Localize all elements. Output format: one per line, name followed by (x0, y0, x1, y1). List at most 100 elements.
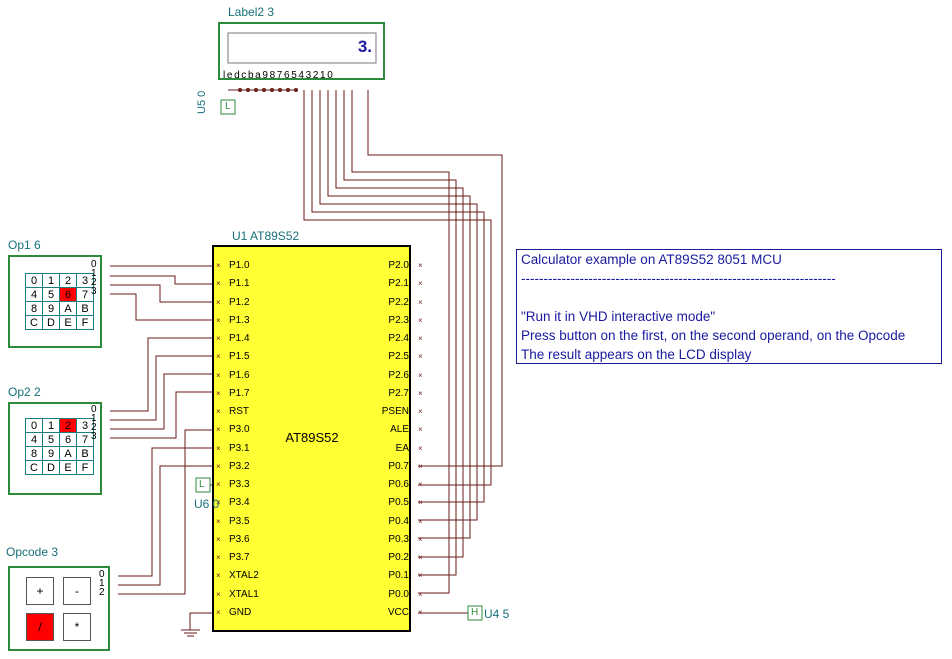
op1-key[interactable]: D (43, 316, 60, 330)
plus-button[interactable]: + (26, 577, 54, 605)
pin-terminal[interactable]: × (418, 370, 423, 380)
mcu-pin-left: RST (229, 406, 249, 417)
pin-terminal[interactable]: × (216, 297, 221, 307)
pin-terminal[interactable]: × (216, 334, 221, 343)
u6-box: L (199, 479, 205, 490)
op1-key[interactable]: 9 (43, 302, 60, 316)
pin-terminal[interactable]: × (418, 315, 423, 325)
pin-terminal[interactable]: × (216, 589, 221, 599)
pin-terminal[interactable]: × (216, 279, 221, 289)
op1-key-active[interactable]: 6 (60, 288, 77, 302)
pin-terminal[interactable]: × (216, 425, 221, 435)
mcu-pin-left: P1.0 (229, 260, 250, 271)
pin-terminal[interactable]: × (418, 425, 423, 435)
op2-key[interactable]: C (26, 461, 43, 475)
mcu-pin-left: P1.5 (229, 351, 250, 363)
op2-out-label: 3 (91, 431, 97, 442)
pin-terminal[interactable]: × (418, 607, 423, 617)
pin-terminal[interactable]: × (418, 516, 423, 526)
mcu-pin-left: P1.6 (229, 369, 250, 381)
minus-button[interactable]: - (63, 577, 91, 605)
mcu-pin-right: ALE (390, 424, 409, 436)
op1-key[interactable]: F (77, 316, 94, 330)
op1-key[interactable]: 8 (26, 302, 43, 316)
pin-terminal[interactable]: × (418, 480, 423, 489)
opcode-label: Opcode 3 (6, 545, 59, 559)
op2-key[interactable]: 7 (77, 433, 94, 447)
pin-terminal[interactable]: × (418, 279, 423, 289)
mcu-chip[interactable] (212, 245, 411, 632)
pin-terminal[interactable]: × (418, 589, 423, 599)
mcu-pin-left: XTAL1 (229, 588, 259, 600)
lcd-pin-labels: ledcba9876543210 (223, 70, 335, 81)
op1-key[interactable]: A (60, 302, 77, 316)
op2-key-active[interactable]: 2 (60, 419, 77, 433)
op1-key[interactable]: 5 (43, 288, 60, 302)
pin-terminal[interactable]: × (418, 443, 423, 453)
pin-terminal[interactable]: × (216, 261, 221, 270)
note-line (521, 288, 941, 307)
pin-terminal[interactable]: × (216, 534, 221, 544)
op2-key[interactable]: F (77, 461, 94, 475)
pin-terminal[interactable]: × (418, 534, 423, 544)
op2-key[interactable]: 9 (43, 447, 60, 461)
op2-key[interactable]: 4 (26, 433, 43, 447)
op2-out-label: 0 (91, 404, 97, 415)
pin-terminal[interactable]: × (216, 461, 221, 471)
op2-key[interactable]: B (77, 447, 94, 461)
op2-key[interactable]: 1 (43, 419, 60, 433)
op2-key[interactable]: 8 (26, 447, 43, 461)
pin-terminal[interactable]: × (418, 571, 423, 581)
pin-terminal[interactable]: × (216, 516, 221, 526)
pin-terminal[interactable]: × (418, 461, 423, 471)
op2-key[interactable]: E (60, 461, 77, 475)
pin-terminal[interactable]: × (216, 407, 221, 416)
pin-terminal[interactable]: × (418, 407, 423, 416)
pin-terminal[interactable]: × (216, 352, 221, 362)
pin-terminal[interactable]: × (216, 443, 221, 453)
opcode-out-label: 1 (99, 578, 105, 589)
op1-key[interactable]: 0 (26, 274, 43, 288)
mcu-pin-left: P1.3 (229, 314, 250, 326)
multiply-button[interactable]: * (63, 613, 91, 641)
pin-terminal[interactable]: × (418, 297, 423, 307)
pin-terminal[interactable]: × (216, 553, 221, 562)
pin-terminal[interactable]: × (418, 388, 423, 398)
mcu-pin-left: P1.4 (229, 333, 250, 344)
op2-key[interactable]: 0 (26, 419, 43, 433)
pin-terminal[interactable]: × (216, 607, 221, 617)
pin-terminal[interactable]: × (418, 261, 423, 270)
divide-button[interactable]: / (26, 613, 54, 641)
mcu-pin-right: P2.6 (388, 369, 409, 381)
op2-key[interactable]: 5 (43, 433, 60, 447)
mcu-pin-right: EA (395, 442, 409, 454)
u6-ref: U6 0 (194, 497, 220, 511)
pin-terminal[interactable]: × (216, 480, 221, 489)
lcd-label: Label2 3 (228, 5, 275, 19)
pin-terminal[interactable]: × (418, 498, 423, 508)
op2-key[interactable]: A (60, 447, 77, 461)
pin-terminal[interactable]: × (216, 498, 221, 508)
op1-key[interactable]: 1 (43, 274, 60, 288)
op1-key[interactable]: 2 (60, 274, 77, 288)
op1-key[interactable]: 3 (77, 274, 94, 288)
pin-terminal[interactable]: × (216, 388, 221, 398)
pin-terminal[interactable]: × (418, 334, 423, 343)
op1-key[interactable]: C (26, 316, 43, 330)
mcu-pin-left: P3.7 (229, 552, 250, 563)
op1-key[interactable]: 7 (77, 288, 94, 302)
op2-key[interactable]: D (43, 461, 60, 475)
pin-terminal[interactable]: × (216, 571, 221, 581)
op1-key[interactable]: 4 (26, 288, 43, 302)
pin-terminal[interactable]: × (216, 370, 221, 380)
mcu-pin-right: PSEN (381, 406, 409, 417)
op2-key[interactable]: 6 (60, 433, 77, 447)
op1-key[interactable]: B (77, 302, 94, 316)
op1-key[interactable]: E (60, 316, 77, 330)
op2-key[interactable]: 3 (77, 419, 94, 433)
mcu-pin-right: P2.7 (388, 387, 409, 399)
mcu-pin-right: P2.2 (388, 296, 409, 308)
pin-terminal[interactable]: × (216, 315, 221, 325)
pin-terminal[interactable]: × (418, 553, 423, 562)
pin-terminal[interactable]: × (418, 352, 423, 362)
